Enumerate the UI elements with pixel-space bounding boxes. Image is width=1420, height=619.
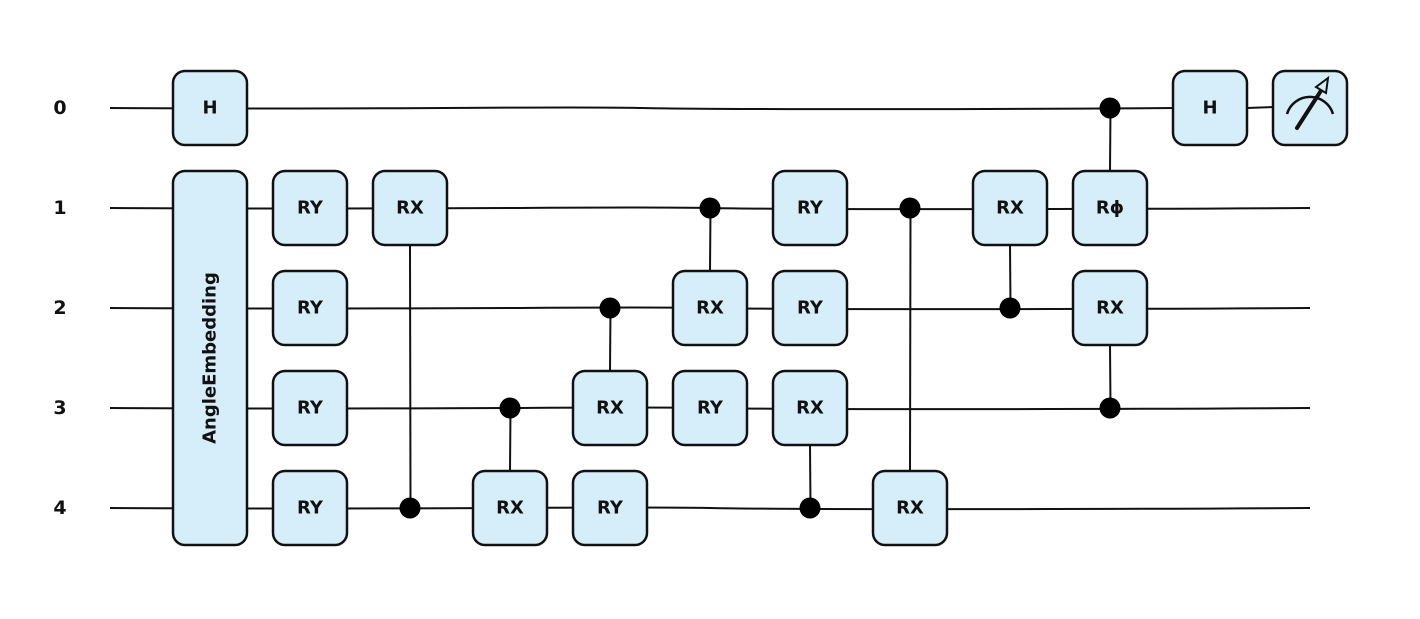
angle-embedding-gate: AngleEmbedding (171, 169, 249, 547)
measurement-gate (1271, 69, 1349, 147)
gate-ry-2-c2: RY (271, 269, 349, 347)
control-dot-crx-1-2 (999, 297, 1021, 319)
gate-box-crx-1-4 (371, 169, 449, 247)
gate-crx-1-4: RX (371, 169, 449, 247)
measurement-meter-icon (1285, 75, 1335, 130)
angle-embedding-label: AngleEmbedding (200, 272, 221, 444)
gate-ry-1-c2: RY (271, 169, 349, 247)
gate-label-crx-4-3: RX (496, 498, 524, 519)
gate-crphi-1-0: Rϕ (1071, 169, 1149, 247)
gate-label-h-start: H (202, 98, 217, 119)
control-dot-crx-3-4 (799, 497, 821, 519)
gate-box-ry-1-c7 (771, 169, 849, 247)
gate-crx-4-1: RX (871, 469, 949, 547)
gate-label-crx-3-2: RX (596, 398, 624, 419)
control-dot-crx-4-3 (499, 397, 521, 419)
gate-ry-2-c7: RY (771, 269, 849, 347)
gate-label-crx-1-2: RX (996, 198, 1024, 219)
control-line-crx-4-3 (509, 407, 512, 472)
wire-label-3: 3 (53, 397, 66, 419)
gate-box-crx-3-4 (771, 369, 849, 447)
gate-crx-1-2: RX (971, 169, 1049, 247)
gate-crx-2-3: RX (1071, 269, 1149, 347)
control-line-crx-1-2 (1009, 244, 1012, 309)
gate-box-ry-3-c6 (671, 369, 749, 447)
gate-box-crx-4-3 (471, 469, 549, 547)
angle-embedding-box (171, 169, 249, 547)
gate-crx-2-1: RX (671, 269, 749, 347)
gate-label-crx-3-4: RX (796, 398, 824, 419)
gate-box-crx-2-1 (671, 269, 749, 347)
gate-box-h-end (1171, 69, 1249, 147)
gate-crx-3-2: RX (571, 369, 649, 447)
gate-label-ry-2-c7: RY (797, 298, 824, 319)
gate-box-ry-3-c2 (271, 369, 349, 447)
gate-label-ry-3-c2: RY (297, 398, 324, 419)
gates-layer: AngleEmbedding H RY RY RY RY RX RX RX RY RX RY RY RY R… (171, 69, 1349, 547)
wire-0 (109, 106, 1176, 111)
wire-label-2: 2 (53, 297, 66, 319)
wire-labels-layer: 0 1 2 3 4 (53, 97, 66, 519)
control-lines-layer (409, 107, 1112, 509)
control-dot-crphi-1-0 (1099, 97, 1121, 119)
wire-label-1: 1 (53, 197, 66, 219)
gate-box-ry-4-c2 (271, 469, 349, 547)
gate-box-ry-2-c2 (271, 269, 349, 347)
gate-label-crx-2-1: RX (696, 298, 724, 319)
gate-label-ry-2-c2: RY (297, 298, 324, 319)
wire-4 (109, 506, 1311, 511)
control-dot-crx-2-1 (699, 197, 721, 219)
gate-label-ry-1-c7: RY (797, 198, 824, 219)
wire-label-4: 4 (53, 497, 66, 519)
control-dot-crx-2-3 (1099, 397, 1121, 419)
gate-ry-3-c6: RY (671, 369, 749, 447)
gate-box-crx-3-2 (571, 369, 649, 447)
control-line-crphi-1-0 (1109, 107, 1112, 172)
gate-label-crx-4-1: RX (896, 498, 924, 519)
gate-label-ry-4-c5: RY (597, 498, 624, 519)
control-line-crx-2-1 (709, 207, 712, 272)
control-dot-crx-4-1 (899, 197, 921, 219)
gate-crx-4-3: RX (471, 469, 549, 547)
control-line-crx-3-2 (609, 307, 612, 372)
gate-box-ry-1-c2 (271, 169, 349, 247)
control-dot-crx-1-4 (399, 497, 421, 519)
gate-box-ry-4-c5 (571, 469, 649, 547)
gate-ry-3-c2: RY (271, 369, 349, 447)
gate-crx-3-4: RX (771, 369, 849, 447)
gate-box-crx-4-1 (871, 469, 949, 547)
gate-label-ry-4-c2: RY (297, 498, 324, 519)
control-line-crx-1-4 (409, 244, 412, 509)
gate-box-h-start (171, 69, 249, 147)
gate-box-crx-1-2 (971, 169, 1049, 247)
gate-box-ry-2-c7 (771, 269, 849, 347)
control-line-crx-3-4 (809, 444, 812, 509)
control-dots-layer (399, 97, 1121, 519)
gate-label-h-end: H (1202, 98, 1217, 119)
control-line-crx-2-3 (1109, 344, 1112, 409)
gate-h-end: H (1171, 69, 1249, 147)
gate-h-start: H (171, 69, 249, 147)
gate-box-crphi-1-0 (1071, 169, 1149, 247)
gate-label-crx-1-4: RX (396, 198, 424, 219)
gate-label-crx-2-3: RX (1096, 298, 1124, 319)
gate-ry-1-c7: RY (771, 169, 849, 247)
wire-label-0: 0 (53, 97, 66, 119)
gate-label-ry-3-c6: RY (697, 398, 724, 419)
gate-box-crx-2-3 (1071, 269, 1149, 347)
control-dot-crx-3-2 (599, 297, 621, 319)
control-line-crx-4-1 (909, 207, 912, 472)
gate-ry-4-c2: RY (271, 469, 349, 547)
wire-0-tail (1246, 106, 1274, 109)
gate-ry-4-c5: RY (571, 469, 649, 547)
gate-label-ry-1-c2: RY (297, 198, 324, 219)
gate-label-crphi-1-0: Rϕ (1096, 198, 1124, 219)
